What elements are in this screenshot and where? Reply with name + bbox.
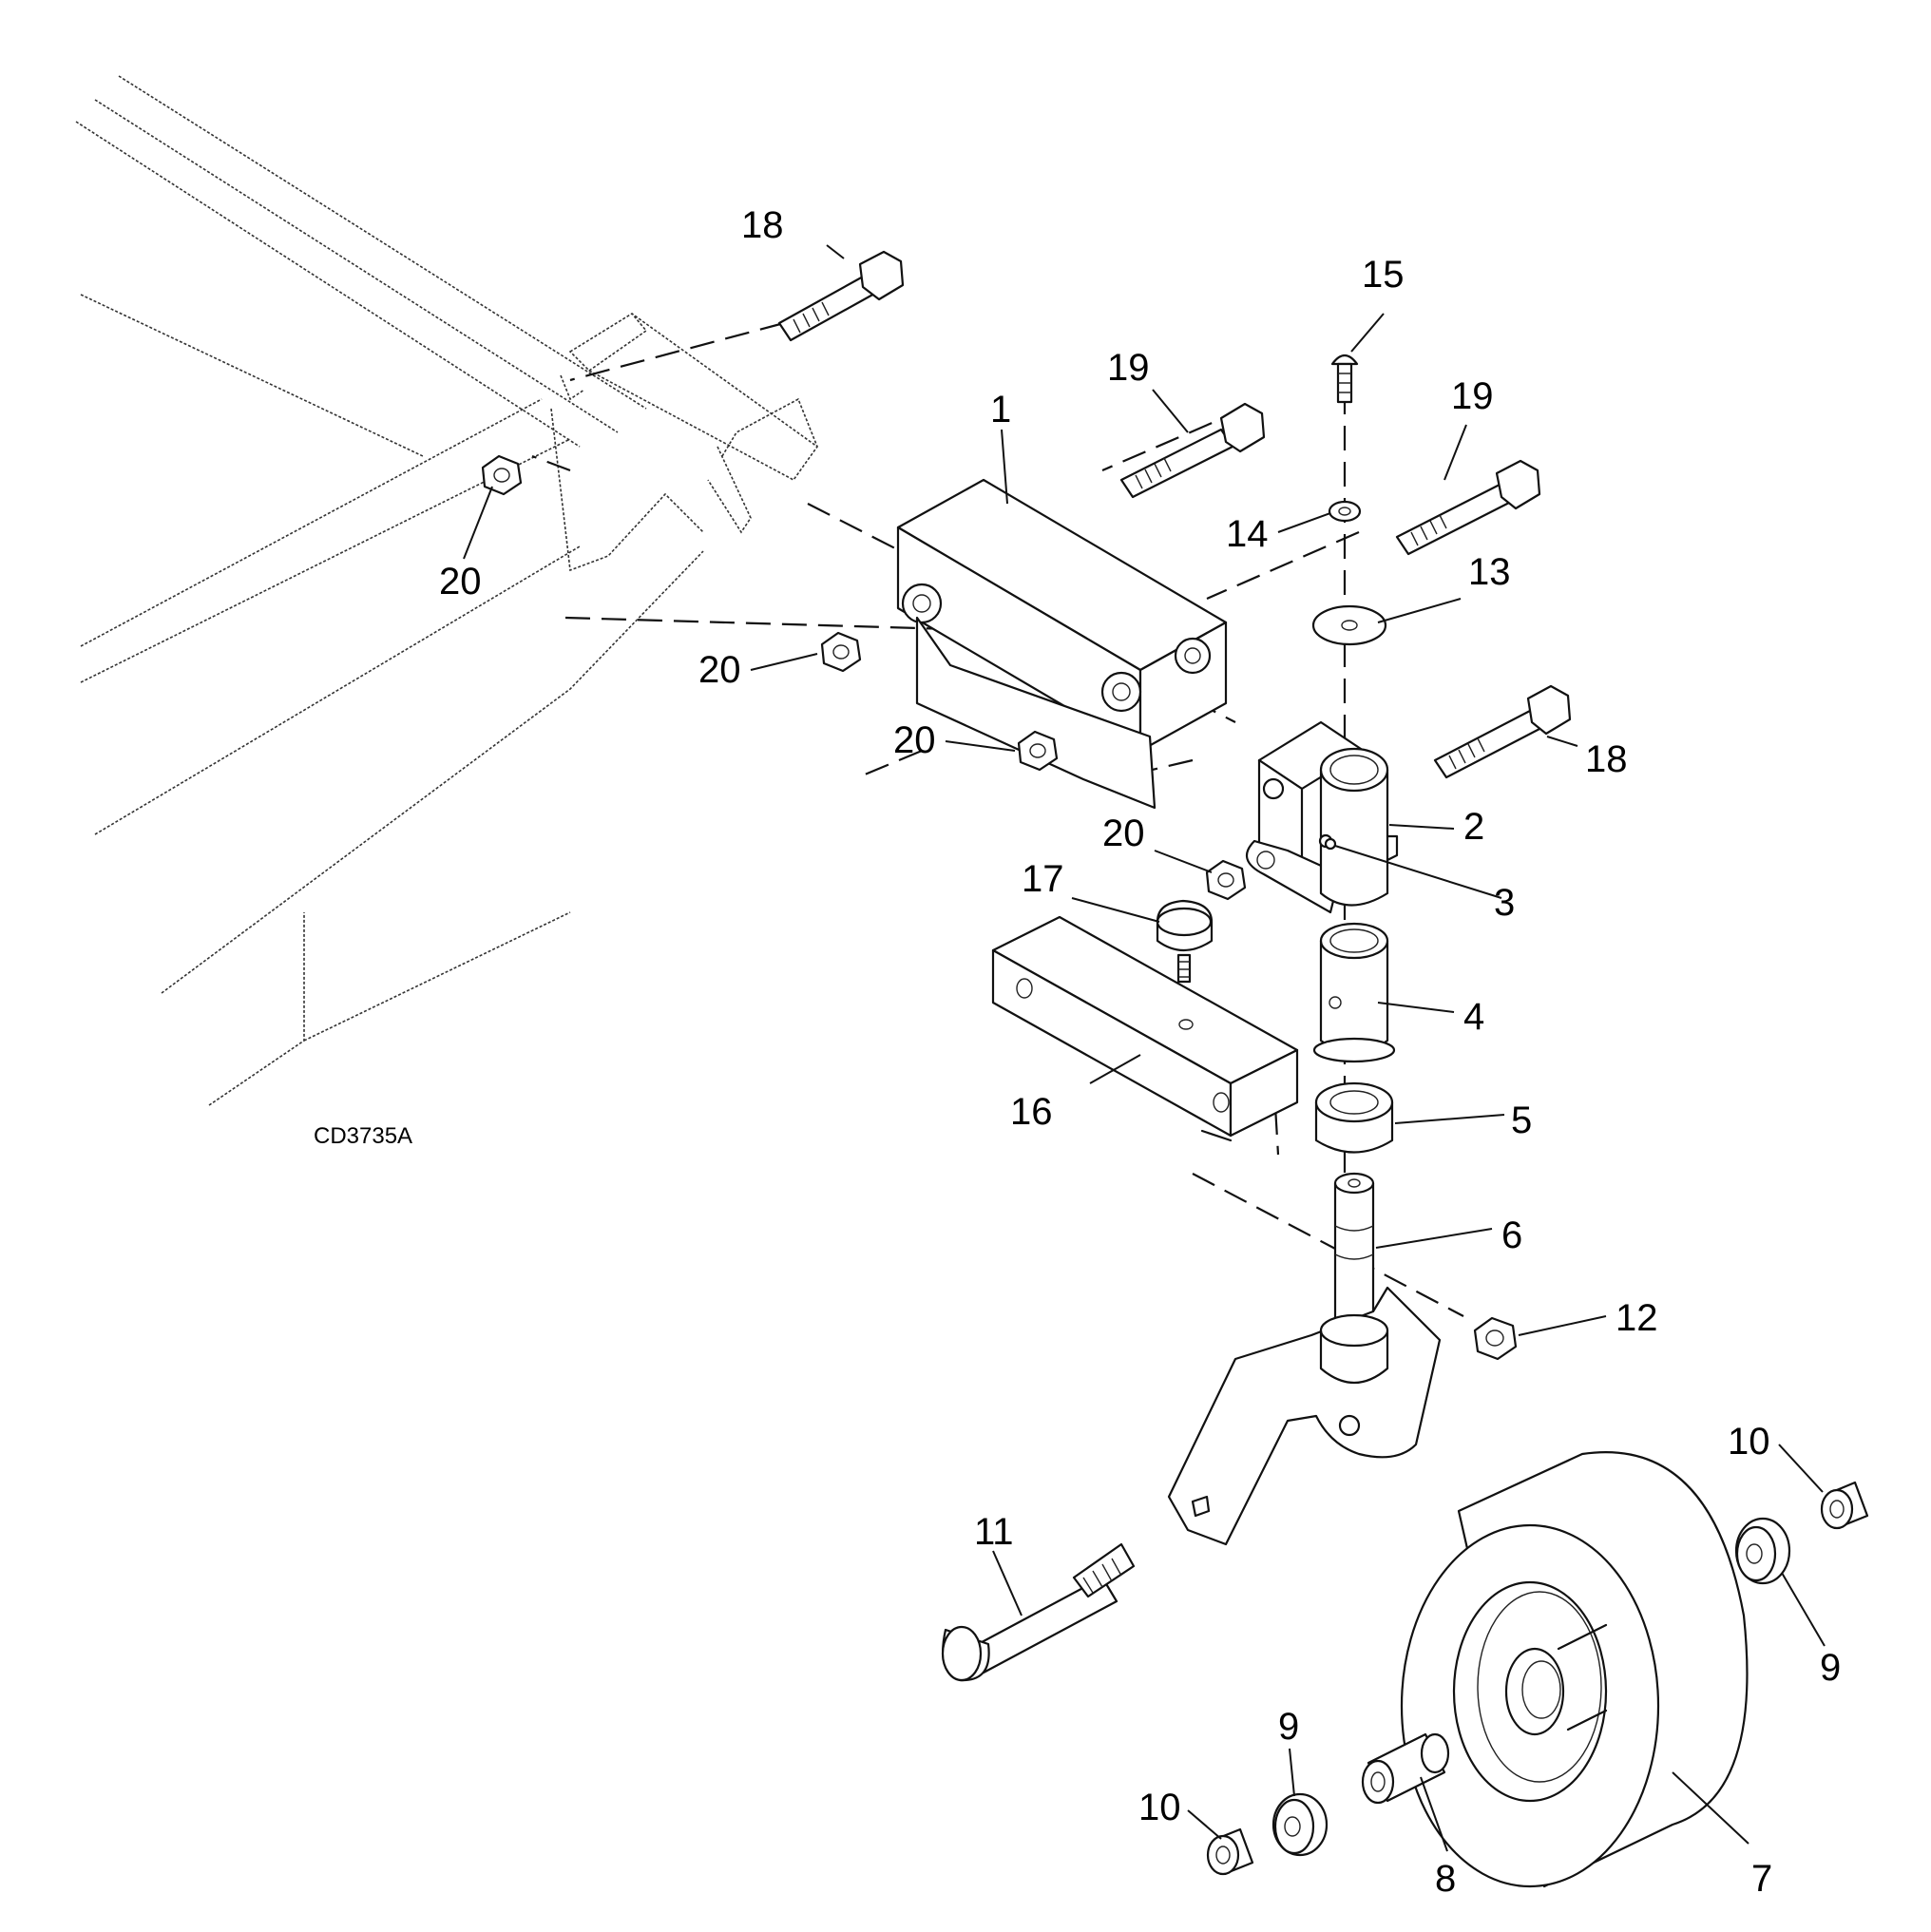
callout-15: 15: [1362, 254, 1405, 296]
callout-9-lower: 9: [1278, 1706, 1299, 1748]
callout-9-upper: 9: [1820, 1647, 1841, 1689]
callout-11: 11: [974, 1511, 1014, 1553]
callout-10-lower: 10: [1138, 1787, 1181, 1828]
part-5-spacer: [1314, 1081, 1394, 1154]
part-14-lockwasher: [1328, 500, 1362, 523]
callout-16: 16: [1010, 1091, 1053, 1133]
callout-12: 12: [1616, 1297, 1658, 1339]
part-11-axle-bolt: [941, 1542, 1136, 1682]
part-19-bolt-left: [1119, 402, 1266, 499]
callout-3: 3: [1494, 882, 1515, 924]
callout-20-left: 20: [698, 649, 741, 691]
part-3-grease-fitting: [1324, 837, 1337, 851]
part-20-nut-bracket: [1205, 859, 1247, 901]
callout-18-lower: 18: [1585, 738, 1628, 780]
part-17-bumper: [1156, 899, 1214, 984]
callout-1: 1: [990, 389, 1011, 430]
part-2-pivot-bracket: [1245, 720, 1399, 914]
part-9-bearing-upper: [1734, 1517, 1791, 1585]
callout-4: 4: [1463, 996, 1484, 1038]
callout-8: 8: [1435, 1858, 1456, 1900]
part-7-wheel: [1400, 1451, 1749, 1888]
callout-19-right: 19: [1451, 375, 1494, 417]
part-18-bolt-upper: [777, 250, 905, 342]
callout-20-bracket: 20: [1102, 813, 1145, 854]
callout-14: 14: [1226, 513, 1269, 555]
part-13-washer: [1311, 604, 1387, 646]
callout-19-left: 19: [1107, 347, 1150, 389]
callout-5: 5: [1511, 1100, 1532, 1141]
part-19-bolt-right: [1395, 459, 1541, 556]
part-10-spacer-lower: [1206, 1827, 1254, 1876]
part-8-axle-spacer: [1361, 1732, 1450, 1805]
part-15-screw: [1330, 354, 1359, 404]
part-20-nut-left: [820, 631, 862, 673]
part-16-stop-bar: [991, 915, 1299, 1142]
part-20-nut-middle: [1017, 730, 1059, 772]
callout-6: 6: [1501, 1215, 1522, 1256]
part-1-caster-mount: [896, 478, 1228, 810]
callout-2: 2: [1463, 806, 1484, 848]
part-4-sleeve: [1312, 922, 1396, 1063]
callout-20-frame: 20: [439, 561, 482, 603]
leader-lines: [463, 244, 1826, 1852]
callout-17: 17: [1022, 858, 1064, 900]
diagram-code: CD3735A: [314, 1123, 412, 1149]
part-12-nut: [1473, 1316, 1518, 1361]
part-6-caster-fork: [1167, 1172, 1442, 1546]
callouts: 18 19 1 15 19 14 13 20 20 20 20 18 2 3 1…: [439, 204, 1841, 1900]
part-9-bearing-lower: [1271, 1792, 1329, 1857]
machine-frame: [75, 75, 819, 1106]
callout-13: 13: [1468, 551, 1511, 593]
callout-7: 7: [1751, 1858, 1772, 1900]
callout-18-upper: 18: [741, 204, 784, 246]
part-10-spacer-upper: [1820, 1481, 1869, 1530]
callout-10-upper: 10: [1728, 1421, 1770, 1463]
part-20-nut-frame: [481, 454, 523, 496]
part-18-bolt-lower: [1433, 684, 1572, 779]
callout-20-middle: 20: [893, 719, 936, 761]
